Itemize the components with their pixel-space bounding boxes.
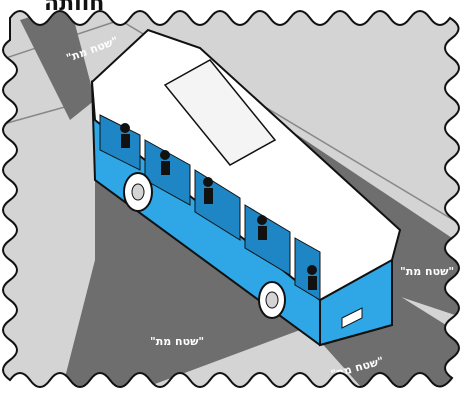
rear-wheel-hub [266, 292, 278, 308]
blind-zone-label-bottom-center: "שטח מת" [150, 335, 204, 348]
front-wheel-hub [132, 184, 144, 200]
blind-zone-label-right: "שטח מת" [400, 265, 454, 278]
